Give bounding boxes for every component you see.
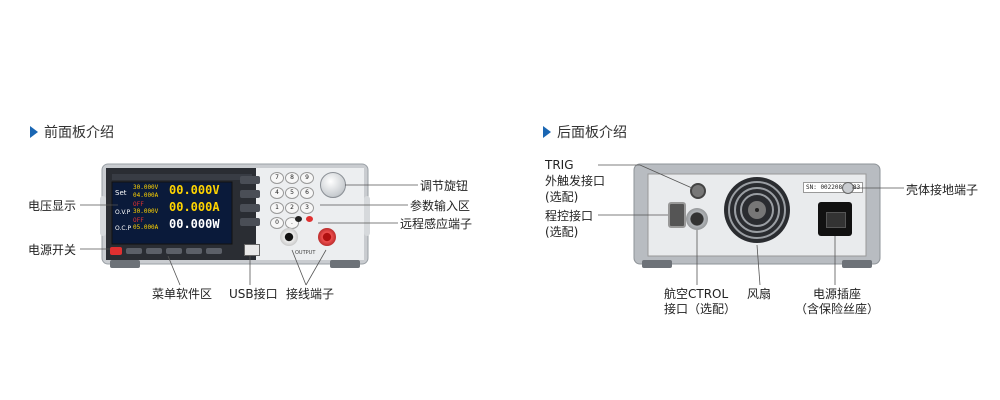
screen-ocp-current: 05.000A	[133, 224, 159, 231]
trig-label-line3: (选配)	[545, 190, 579, 204]
menu-softkeys-label: 菜单软件区	[152, 287, 213, 301]
usb-label: USB接口	[229, 287, 278, 301]
key-8-button[interactable]: 8	[285, 172, 299, 184]
triangle-bullet-icon	[30, 126, 38, 138]
voltage-display-label: 电压显示	[28, 199, 77, 213]
screen-set-current: 04.000A	[133, 192, 159, 199]
key-6-button[interactable]: 6	[300, 187, 314, 199]
key-7-button[interactable]: 7	[270, 172, 284, 184]
socket-label-line2: （含保险丝座）	[795, 302, 880, 316]
trig-label-line2: 外触发接口	[545, 174, 606, 188]
trig-label-line1: TRIG	[545, 158, 574, 172]
remote-sense-label: 远程感应端子	[400, 217, 473, 231]
side-key-3-button[interactable]	[240, 204, 260, 212]
key-4-button[interactable]: 4	[270, 187, 284, 199]
screen-set-label: Set	[115, 189, 127, 197]
front-panel-title: 前面板介绍	[30, 122, 114, 142]
key-0-button[interactable]: 0	[270, 217, 284, 229]
aviation-label-line1: 航空CTROL	[664, 287, 729, 301]
rear-panel-title-text: 后面板介绍	[557, 125, 627, 141]
softkey-row	[126, 248, 222, 254]
screen-ovp-state: OFF	[133, 201, 144, 208]
screen-ocp-state: OFF	[133, 217, 144, 224]
terminals-label: 接线端子	[286, 287, 335, 301]
program-label-line1: 程控接口	[545, 209, 594, 223]
output-label: OUTPUT	[295, 250, 316, 256]
output-red-terminal[interactable]	[318, 228, 336, 246]
front-panel-title-text: 前面板介绍	[44, 125, 114, 141]
screen-set-voltage: 30.000V	[133, 184, 159, 191]
screen-ovp-label: O.V.P	[115, 209, 131, 216]
softkey-3-button[interactable]	[166, 248, 182, 254]
key-9-button[interactable]: 9	[300, 172, 314, 184]
program-label-line2: (选配)	[545, 225, 579, 239]
aviation-label-line2: 接口（选配）	[664, 302, 737, 316]
rear-panel-title: 后面板介绍	[543, 122, 627, 142]
key-3-button[interactable]: 3	[300, 202, 314, 214]
knob-label: 调节旋钮	[420, 179, 469, 193]
softkey-1-button[interactable]	[126, 248, 142, 254]
side-key-4-button[interactable]	[240, 218, 260, 226]
ground-label: 壳体接地端子	[906, 183, 979, 197]
output-black-terminal[interactable]	[280, 228, 298, 246]
trig-port[interactable]	[690, 183, 706, 199]
screen-output-voltage: 00.000V	[169, 183, 220, 197]
key-1-button[interactable]: 1	[270, 202, 284, 214]
side-key-1-button[interactable]	[240, 176, 260, 184]
adjust-knob[interactable]	[320, 172, 346, 198]
triangle-bullet-icon	[543, 126, 551, 138]
side-key-2-button[interactable]	[240, 190, 260, 198]
key-5-button[interactable]: 5	[285, 187, 299, 199]
remote-sense-terminals[interactable]	[295, 216, 317, 222]
serial-number-label: SN: 00220821583	[803, 182, 864, 193]
power-switch-label: 电源开关	[28, 243, 77, 257]
softkey-5-button[interactable]	[206, 248, 222, 254]
screen-ocp-label: O.C.P	[115, 225, 132, 232]
program-port[interactable]	[668, 202, 686, 228]
fan-label: 风扇	[747, 287, 772, 301]
side-key-column	[240, 176, 260, 226]
aviation-ctrol-port[interactable]	[686, 208, 708, 230]
power-switch-button[interactable]	[110, 247, 122, 255]
param-input-label: 参数输入区	[410, 199, 471, 213]
sense-red-terminal[interactable]	[306, 216, 313, 222]
softkey-4-button[interactable]	[186, 248, 202, 254]
softkey-2-button[interactable]	[146, 248, 162, 254]
usb-port[interactable]	[244, 244, 260, 256]
screen-output-power: 00.000W	[169, 217, 220, 231]
front-screen: Set O.V.P O.C.P 30.000V 04.000A OFF 30.0…	[113, 183, 231, 243]
key-2-button[interactable]: 2	[285, 202, 299, 214]
sense-black-terminal[interactable]	[295, 216, 302, 222]
fuse-holder[interactable]	[826, 212, 846, 228]
screen-output-current: 00.000A	[169, 200, 220, 214]
fan-icon	[755, 208, 759, 212]
socket-label-line1: 电源插座	[812, 287, 861, 301]
screen-ovp-voltage: 30.000V	[133, 208, 159, 215]
